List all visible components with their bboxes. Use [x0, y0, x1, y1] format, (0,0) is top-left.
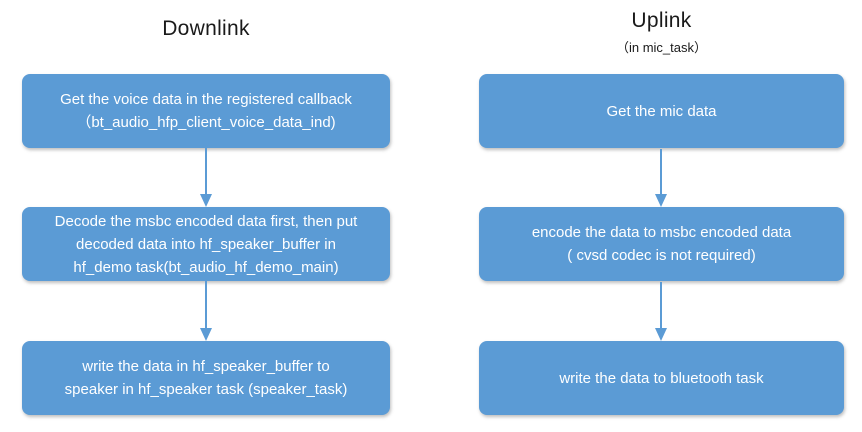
- uplink-title: Uplink: [631, 9, 692, 32]
- arrow-down-icon: [200, 148, 212, 207]
- arrow-stem: [660, 149, 662, 194]
- step-text-line: Decode the msbc encoded data first, then…: [54, 212, 358, 230]
- arrow-head: [655, 194, 667, 207]
- uplink-subtitle: （in mic_task）: [615, 40, 708, 55]
- downlink-step-1-box: Get the voice data in the registered cal…: [22, 74, 390, 148]
- uplink-step-1-box: Get the mic data: [479, 74, 844, 148]
- step-text-line: （bt_audio_hfp_client_voice_data_ind): [76, 114, 336, 131]
- downlink-title: Downlink: [162, 17, 250, 40]
- step-text-line: ( cvsd codec is not required): [567, 247, 756, 264]
- downlink-header: Downlink: [22, 17, 390, 41]
- step-text-line: write the data in hf_speaker_buffer to: [82, 358, 330, 375]
- step-text-line: encode the data to msbc encoded data: [531, 224, 792, 241]
- step-text-line: speaker in hf_speaker task (speaker_task…: [64, 381, 348, 398]
- arrow-stem: [205, 281, 207, 328]
- arrow-down-icon: [200, 281, 212, 341]
- arrow-head: [200, 328, 212, 341]
- step-text-line: hf_demo task(bt_audio_hf_demo_main): [73, 258, 339, 276]
- uplink-step-3-box: write the data to bluetooth task: [479, 341, 844, 415]
- arrow-stem: [205, 148, 207, 194]
- downlink-step-2-box: Decode the msbc encoded data first, then…: [22, 207, 390, 281]
- downlink-step-3-box: write the data in hf_speaker_buffer to s…: [22, 341, 390, 415]
- arrow-head: [655, 328, 667, 341]
- uplink-step-2-box: encode the data to msbc encoded data ( c…: [479, 207, 844, 281]
- step-text-line: write the data to bluetooth task: [559, 369, 764, 387]
- arrow-down-icon: [655, 282, 667, 341]
- arrow-stem: [660, 282, 662, 328]
- arrow-down-icon: [655, 149, 667, 207]
- arrow-head: [200, 194, 212, 207]
- uplink-header: Uplink （in mic_task）: [479, 9, 844, 56]
- step-text-line: Get the mic data: [606, 102, 717, 120]
- step-text-line: Get the voice data in the registered cal…: [60, 91, 352, 108]
- step-text-line: decoded data into hf_speaker_buffer in: [76, 235, 336, 253]
